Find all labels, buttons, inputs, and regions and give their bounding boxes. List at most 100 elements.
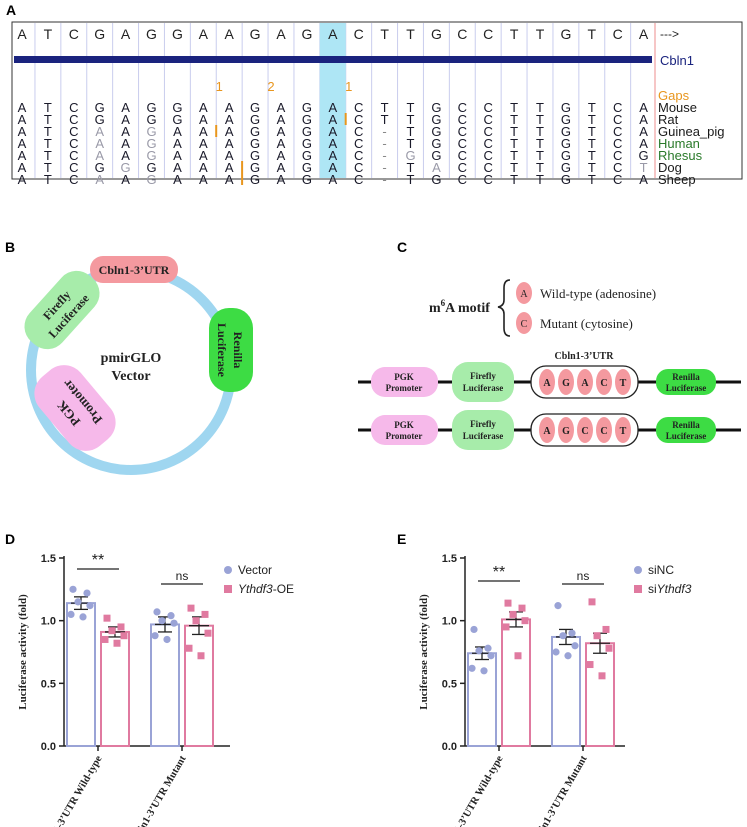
- aligned-base: C: [354, 100, 363, 115]
- aligned-base: C: [458, 160, 467, 175]
- significance-label: **: [493, 564, 505, 581]
- aligned-base: G: [302, 160, 312, 175]
- construct-firefly-label-1: Firefly: [470, 371, 496, 381]
- data-point: [74, 598, 82, 606]
- aligned-base: C: [354, 136, 363, 151]
- aligned-base: G: [431, 136, 441, 151]
- aligned-base: A: [225, 124, 234, 139]
- aligned-base: G: [431, 100, 441, 115]
- data-point: [571, 642, 579, 650]
- aligned-base: C: [458, 124, 467, 139]
- data-point: [598, 672, 606, 680]
- panel-letter-d: D: [5, 531, 15, 547]
- aligned-base: A: [199, 160, 208, 175]
- utr-base-badge: [596, 369, 612, 395]
- aligned-base: G: [302, 148, 312, 163]
- consensus-base: G: [94, 26, 105, 42]
- aligned-base: G: [561, 148, 571, 163]
- panel-letter-e: E: [397, 531, 406, 547]
- aligned-base: T: [407, 160, 415, 175]
- aligned-base: A: [18, 136, 27, 151]
- aligned-base: T: [588, 112, 596, 127]
- aligned-base: T: [407, 136, 415, 151]
- aligned-base: C: [354, 172, 363, 187]
- bar: [585, 642, 615, 748]
- aligned-base: A: [277, 124, 286, 139]
- bar: [66, 602, 96, 747]
- aligned-base: G: [121, 160, 131, 175]
- sequence-arrow: --->: [660, 27, 679, 41]
- aligned-base: T: [640, 160, 648, 175]
- plasmid-pgk: PGK Promoter: [34, 365, 116, 451]
- aligned-base: C: [69, 172, 78, 187]
- aligned-base: G: [146, 124, 156, 139]
- consensus-base: C: [457, 26, 467, 42]
- aligned-base: T: [510, 148, 518, 163]
- aligned-base: A: [277, 148, 286, 163]
- aligned-base: A: [225, 136, 234, 151]
- x-tick-label: Cbln1-3’UTR Mutant: [130, 754, 189, 827]
- aligned-base: A: [328, 172, 337, 187]
- aligned-base: A: [95, 124, 104, 139]
- data-point: [605, 644, 613, 652]
- motif-title: m6A motif: [429, 298, 490, 316]
- data-point: [163, 635, 171, 644]
- aligned-base: A: [199, 136, 208, 151]
- aligned-base: C: [354, 112, 363, 127]
- aligned-base: C: [484, 148, 493, 163]
- m6a-site-highlight: [319, 23, 346, 178]
- aligned-base: T: [510, 172, 518, 187]
- significance-label: ns: [577, 569, 590, 583]
- aligned-base: A: [95, 172, 104, 187]
- species-name: Gaps: [658, 88, 690, 103]
- aligned-base: A: [121, 124, 130, 139]
- construct-renilla: [656, 417, 716, 443]
- data-point: [502, 623, 510, 631]
- utr-base-badge: [539, 369, 555, 395]
- legend-label: siNC: [648, 563, 674, 577]
- aligned-base: T: [44, 136, 52, 151]
- construct-pgk-label-1: PGK: [394, 372, 414, 382]
- aligned-base: T: [536, 160, 544, 175]
- consensus-base: A: [276, 26, 286, 42]
- aligned-base: G: [250, 136, 260, 151]
- aligned-base: T: [381, 112, 389, 127]
- gene-track-label: Cbln1: [660, 53, 694, 68]
- aligned-base: G: [561, 100, 571, 115]
- aligned-base: T: [407, 100, 415, 115]
- species-name: Guinea_pig: [658, 124, 725, 139]
- species-name: Rat: [658, 112, 679, 127]
- aligned-base: A: [432, 160, 441, 175]
- y-tick-label: 1.5: [442, 553, 457, 565]
- data-point: [83, 589, 91, 597]
- consensus-base: T: [406, 26, 415, 42]
- aligned-base: G: [561, 112, 571, 127]
- utr-base: C: [600, 426, 607, 437]
- aligned-base: T: [510, 124, 518, 139]
- aligned-base: C: [484, 124, 493, 139]
- gap-count: 2: [267, 79, 274, 94]
- y-axis-label: Luciferase activity (fold): [17, 594, 29, 710]
- species-name: Mouse: [658, 100, 697, 115]
- data-point: [559, 632, 567, 640]
- data-point: [487, 652, 495, 660]
- y-tick-label: 0.0: [442, 741, 457, 753]
- construct-pgk-label-1: PGK: [394, 420, 414, 430]
- aligned-base: C: [458, 112, 467, 127]
- aligned-base: A: [277, 112, 286, 127]
- y-tick-label: 0.5: [442, 678, 457, 690]
- species-name: Dog: [658, 160, 682, 175]
- data-point: [201, 610, 209, 618]
- aligned-base: A: [121, 100, 130, 115]
- utr-base: A: [543, 378, 551, 389]
- consensus-base: C: [613, 26, 623, 42]
- aligned-base: G: [172, 100, 182, 115]
- aligned-base: G: [302, 124, 312, 139]
- alignment-box: [11, 21, 743, 180]
- aligned-base: A: [18, 124, 27, 139]
- aligned-base: C: [613, 100, 622, 115]
- aligned-base: C: [613, 172, 622, 187]
- aligned-base: G: [95, 100, 105, 115]
